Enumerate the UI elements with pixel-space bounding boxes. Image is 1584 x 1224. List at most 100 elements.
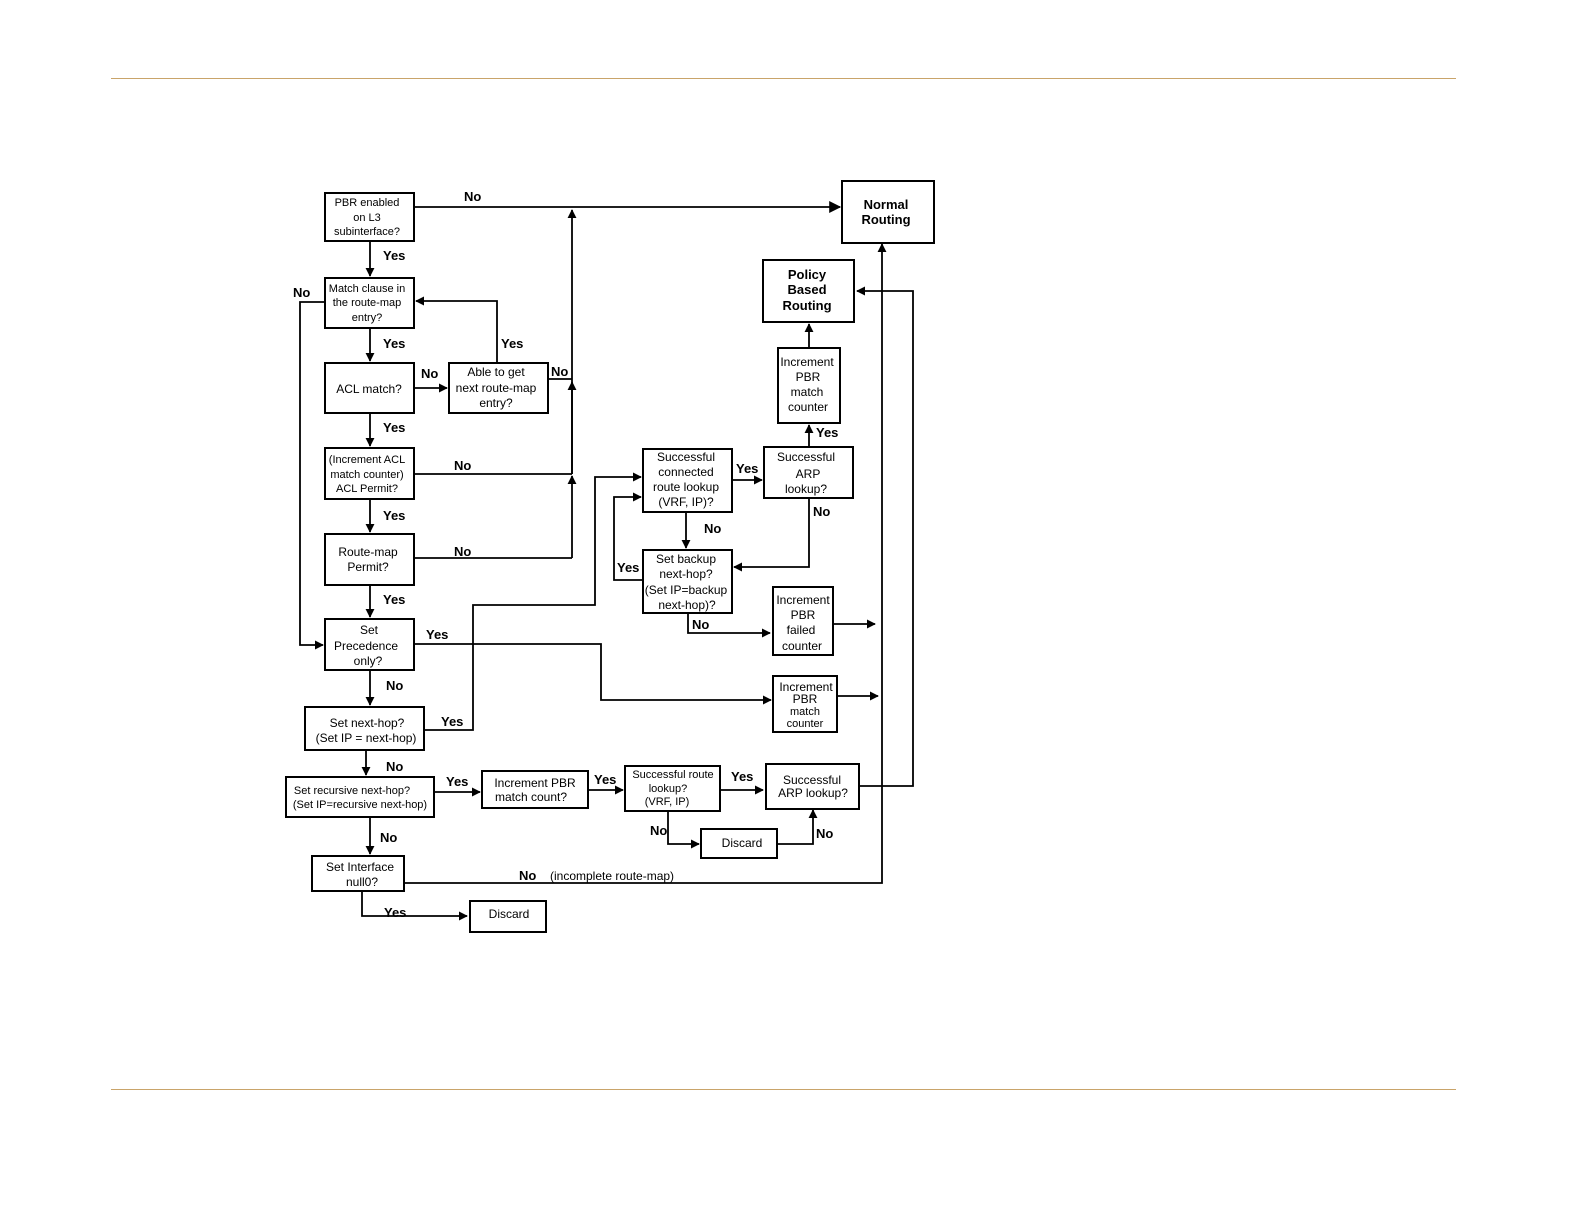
node-line: only? — [354, 654, 383, 668]
edge-able-yes — [415, 296, 498, 362]
node-line: lookup? — [785, 482, 827, 496]
node-line: ARP lookup? — [778, 786, 848, 800]
node-line: Successful — [783, 773, 841, 787]
node-set-backup: Set backup next-hop? (Set IP=backup next… — [642, 549, 733, 614]
node-line: failed — [787, 623, 816, 637]
node-set-precedence: Set Precedence only? — [324, 618, 415, 671]
node-line: Set Interface — [326, 860, 394, 874]
node-line: match — [791, 385, 824, 399]
node-line: ACL match? — [336, 382, 402, 396]
node-discard-bottom: Discard — [469, 900, 547, 933]
node-line: Set recursive next-hop? — [294, 785, 410, 797]
node-successful-connected: Successful connected route lookup (VRF, … — [642, 448, 733, 513]
node-match-clause: Match clause in the route-map entry? — [324, 277, 415, 329]
node-line: counter — [787, 718, 824, 730]
label-yes: Yes — [383, 592, 405, 607]
edge-discard-arp — [777, 809, 818, 845]
label-no: No — [704, 521, 721, 536]
node-line: (VRF, IP) — [645, 796, 690, 808]
label-no: No — [692, 617, 709, 632]
connectors — [299, 201, 914, 921]
label-no: No — [454, 458, 471, 473]
edge-arp-lower-yes — [856, 286, 914, 787]
node-line: counter — [782, 639, 822, 653]
node-increment-pbr-failed: Increment PBR failed counter — [772, 586, 834, 656]
node-acl-permit: (Increment ACL match counter) ACL Permit… — [324, 447, 415, 500]
node-line: Based — [787, 282, 826, 297]
node-line: PBR — [796, 370, 821, 384]
node-increment-pbr-match-count: Increment PBR match count? — [481, 770, 589, 809]
edge-labels: No Yes No Yes Yes No No Yes No Yes No Ye… — [293, 189, 838, 920]
node-line: (VRF, IP)? — [658, 495, 714, 509]
node-line: Discard — [489, 907, 530, 921]
label-no: No — [464, 189, 481, 204]
node-successful-route-lookup: Successful route lookup? (VRF, IP) — [624, 765, 721, 812]
label-no: No — [386, 759, 403, 774]
node-line: ARP — [796, 467, 821, 481]
node-line: on L3 — [353, 212, 381, 224]
node-line: Increment — [779, 680, 833, 694]
label-yes: Yes — [383, 336, 405, 351]
label-yes: Yes — [383, 420, 405, 435]
node-line: Discard — [722, 836, 763, 850]
edge-routelookup-no — [667, 811, 700, 849]
node-line: Normal — [864, 197, 909, 212]
node-line: entry? — [352, 312, 383, 324]
edge-match-no — [299, 301, 325, 650]
label-yes: Yes — [426, 627, 448, 642]
label-yes: Yes — [731, 769, 753, 784]
node-line: Increment — [780, 355, 834, 369]
node-line: Permit? — [347, 560, 389, 574]
label-no: No — [454, 544, 471, 559]
node-line: (Increment ACL — [329, 454, 405, 466]
label-no: No — [386, 678, 403, 693]
node-line: next route-map — [456, 381, 537, 395]
node-line: Set backup — [656, 552, 716, 566]
edge-interface-no — [404, 243, 887, 884]
edge-arpupper-no — [733, 498, 810, 572]
node-line: PBR — [793, 692, 818, 706]
label-yes: Yes — [736, 461, 758, 476]
edge-backup-yes — [613, 492, 643, 581]
node-discard-mid: Discard — [700, 828, 778, 859]
node-line: next-hop)? — [658, 598, 716, 612]
node-line: subinterface? — [334, 226, 400, 238]
node-line: connected — [658, 465, 713, 479]
node-line: Set — [360, 623, 379, 637]
header-rule — [111, 78, 1456, 79]
label-no: No — [816, 826, 833, 841]
node-line: (Set IP = next-hop) — [316, 731, 417, 745]
node-routemap-permit: Route-map Permit? — [324, 533, 415, 586]
node-line: Increment PBR — [494, 776, 576, 790]
node-line: Able to get — [467, 365, 525, 379]
node-line: route lookup — [653, 480, 719, 494]
node-line: entry? — [479, 396, 513, 410]
node-line: Routing — [782, 298, 831, 313]
node-increment-pbr-match-counter-top: Increment PBR match counter — [777, 347, 841, 424]
node-line: (Set IP=recursive next-hop) — [293, 799, 427, 811]
node-line: match count? — [495, 790, 567, 804]
node-able-next-entry: Able to get next route-map entry? — [448, 362, 549, 414]
node-line: Precedence — [334, 639, 398, 653]
node-line: Successful — [777, 450, 835, 464]
node-line: Match clause in — [329, 283, 405, 295]
node-line: Set next-hop? — [330, 716, 405, 730]
label-no: No — [293, 285, 310, 300]
node-line: null0? — [346, 875, 378, 889]
node-line: counter — [788, 400, 828, 414]
node-policy-based-routing: Policy Based Routing — [762, 259, 855, 323]
node-acl-match: ACL match? — [324, 362, 415, 414]
edge-nexthop-yes — [424, 472, 642, 731]
label-yes: Yes — [594, 772, 616, 787]
node-set-interface: Set Interface null0? — [311, 855, 405, 892]
node-line: lookup? — [649, 783, 688, 795]
node-line: Route-map — [338, 545, 398, 559]
node-set-recursive: Set recursive next-hop? (Set IP=recursiv… — [285, 776, 435, 818]
label-no: No — [650, 823, 667, 838]
node-line: (Set IP=backup — [645, 583, 728, 597]
node-line: Successful — [657, 450, 715, 464]
footer-rule — [111, 1089, 1456, 1090]
node-line: ACL Permit? — [336, 483, 398, 495]
node-line: PBR enabled — [335, 197, 400, 209]
